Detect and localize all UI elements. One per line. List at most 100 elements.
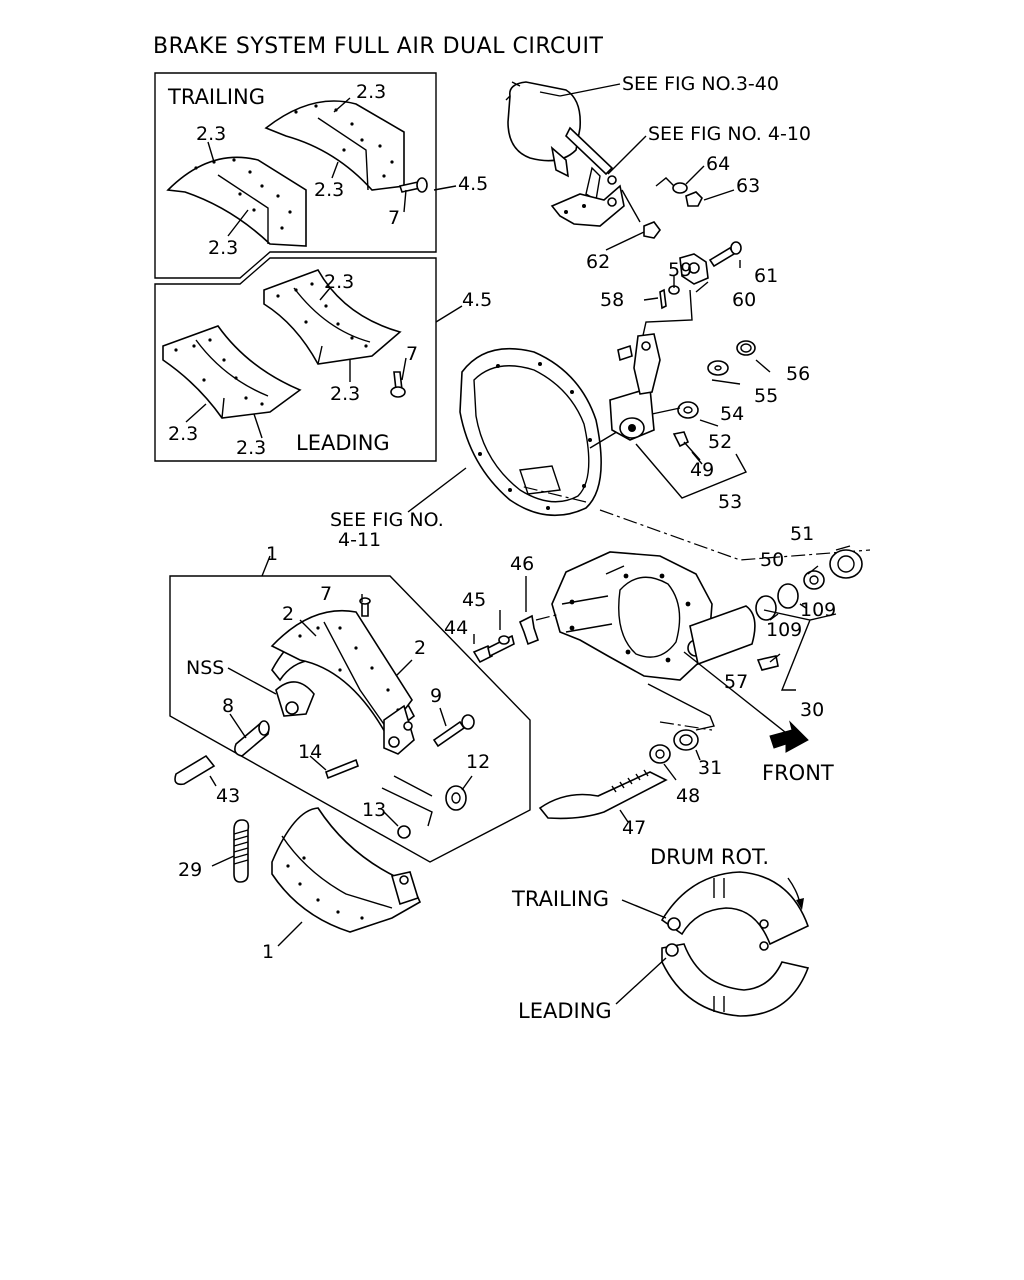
callout-47: 47 — [622, 817, 646, 839]
washer-64 — [672, 182, 688, 194]
bushing-12 — [445, 785, 467, 811]
ring-56 — [736, 340, 756, 356]
callout-2a: 2 — [282, 603, 294, 625]
callout-52: 52 — [708, 431, 732, 453]
callout-56: 56 — [786, 363, 810, 385]
callout-60: 60 — [732, 289, 756, 311]
cotter-58 — [659, 288, 667, 310]
leading-inset-frame — [154, 257, 437, 462]
callout-54: 54 — [720, 403, 744, 425]
front-label: FRONT — [762, 761, 834, 785]
callout-63: 63 — [736, 175, 760, 197]
callout-61: 61 — [754, 265, 778, 287]
shoe-roller-nss — [275, 681, 315, 717]
washer-45 — [498, 635, 510, 645]
shoe-assembly-frame — [169, 575, 531, 863]
ref-fig-3-40: SEE FIG NO.3-40 — [622, 73, 779, 95]
brake-shoe-lower — [271, 807, 422, 933]
callout-lining-f: 2.3 — [330, 383, 360, 405]
leading-inset-label: LEADING — [296, 431, 390, 455]
callout-46: 46 — [510, 553, 534, 575]
callout-shoe-group: 1 — [266, 543, 278, 565]
callout-45: 45 — [462, 589, 486, 611]
page-title: BRAKE SYSTEM FULL AIR DUAL CIRCUIT — [153, 34, 604, 59]
callout-7: 7 — [320, 583, 332, 605]
ref-fig-4-10: SEE FIG NO. 4-10 — [648, 123, 811, 145]
callout-58: 58 — [600, 289, 624, 311]
callout-50: 50 — [760, 549, 784, 571]
washer-48 — [649, 744, 671, 764]
callout-13: 13 — [362, 799, 386, 821]
pin-9 — [432, 714, 475, 748]
callout-rivet-lower: 7 — [406, 343, 418, 365]
callout-109b: 109 — [800, 599, 836, 621]
pin-8 — [234, 720, 270, 757]
pin-61 — [708, 241, 742, 268]
trailing-inset-label: TRAILING — [167, 85, 265, 109]
callout-55: 55 — [754, 385, 778, 407]
leading-lining-left — [162, 325, 302, 419]
spring-29 — [233, 819, 250, 883]
rotation-leading-label: LEADING — [518, 999, 612, 1023]
callout-49: 49 — [690, 459, 714, 481]
callout-lining-c: 2.3 — [314, 179, 344, 201]
callout-51: 51 — [790, 523, 814, 545]
callout-109a: 109 — [766, 619, 802, 641]
rivet-7 — [359, 597, 371, 617]
rotation-diagram — [615, 871, 810, 1017]
callout-lining-e: 2.3 — [324, 271, 354, 293]
camshaft-47 — [538, 769, 668, 820]
washer-54 — [677, 401, 699, 419]
callout-43: 43 — [216, 785, 240, 807]
callout-44: 44 — [444, 617, 468, 639]
ref-fig-4-11-line2: 4-11 — [338, 529, 381, 551]
callout-2b: 2 — [414, 637, 426, 659]
spider-flange — [551, 551, 713, 681]
callout-64: 64 — [706, 153, 730, 175]
callout-9: 9 — [430, 685, 442, 707]
callout-rivet-top: 7 — [388, 207, 400, 229]
callout-57: 57 — [724, 671, 748, 693]
callout-1: 1 — [262, 941, 274, 963]
nut-63 — [685, 191, 703, 207]
rotation-trailing-label: TRAILING — [511, 887, 609, 911]
washer-55 — [707, 360, 729, 376]
lock-plate-46 — [518, 614, 539, 646]
trailing-lining-left — [166, 156, 307, 247]
brake-chamber — [505, 81, 614, 202]
pin-43 — [174, 754, 216, 786]
callout-30: 30 — [800, 699, 824, 721]
callout-lining-a: 2.3 — [356, 81, 386, 103]
callout-29: 29 — [178, 859, 202, 881]
backing-plate — [459, 347, 602, 517]
ref-fig-4-11-line1: SEE FIG NO. — [330, 509, 444, 531]
trailing-lining-right — [264, 100, 405, 191]
pin-14 — [325, 758, 359, 780]
callout-nss: NSS — [186, 657, 224, 679]
clip-13 — [397, 825, 411, 839]
seal-51 — [829, 549, 863, 579]
chamber-bracket — [550, 175, 625, 227]
callout-kit-top: 4.5 — [458, 173, 488, 195]
rivet-top — [398, 177, 428, 193]
callout-12: 12 — [466, 751, 490, 773]
callout-48: 48 — [676, 785, 700, 807]
slack-adjuster — [609, 333, 661, 441]
callout-lining-b: 2.3 — [196, 123, 226, 145]
washer-50 — [803, 570, 825, 590]
bushing-109b — [777, 583, 799, 609]
rivet-lower — [390, 371, 406, 398]
callout-53: 53 — [718, 491, 742, 513]
callout-lining-h: 2.3 — [236, 437, 266, 459]
bushing-109a — [755, 595, 777, 621]
axle-tube — [689, 605, 756, 666]
callout-lining-d: 2.3 — [208, 237, 238, 259]
seal-31 — [673, 729, 699, 751]
drum-rotation-label: DRUM ROT. — [650, 845, 769, 869]
nut-62 — [643, 221, 661, 239]
callout-59: 59 — [668, 259, 692, 281]
brake-shoe-upper — [270, 610, 416, 755]
callout-lining-g: 2.3 — [168, 423, 198, 445]
